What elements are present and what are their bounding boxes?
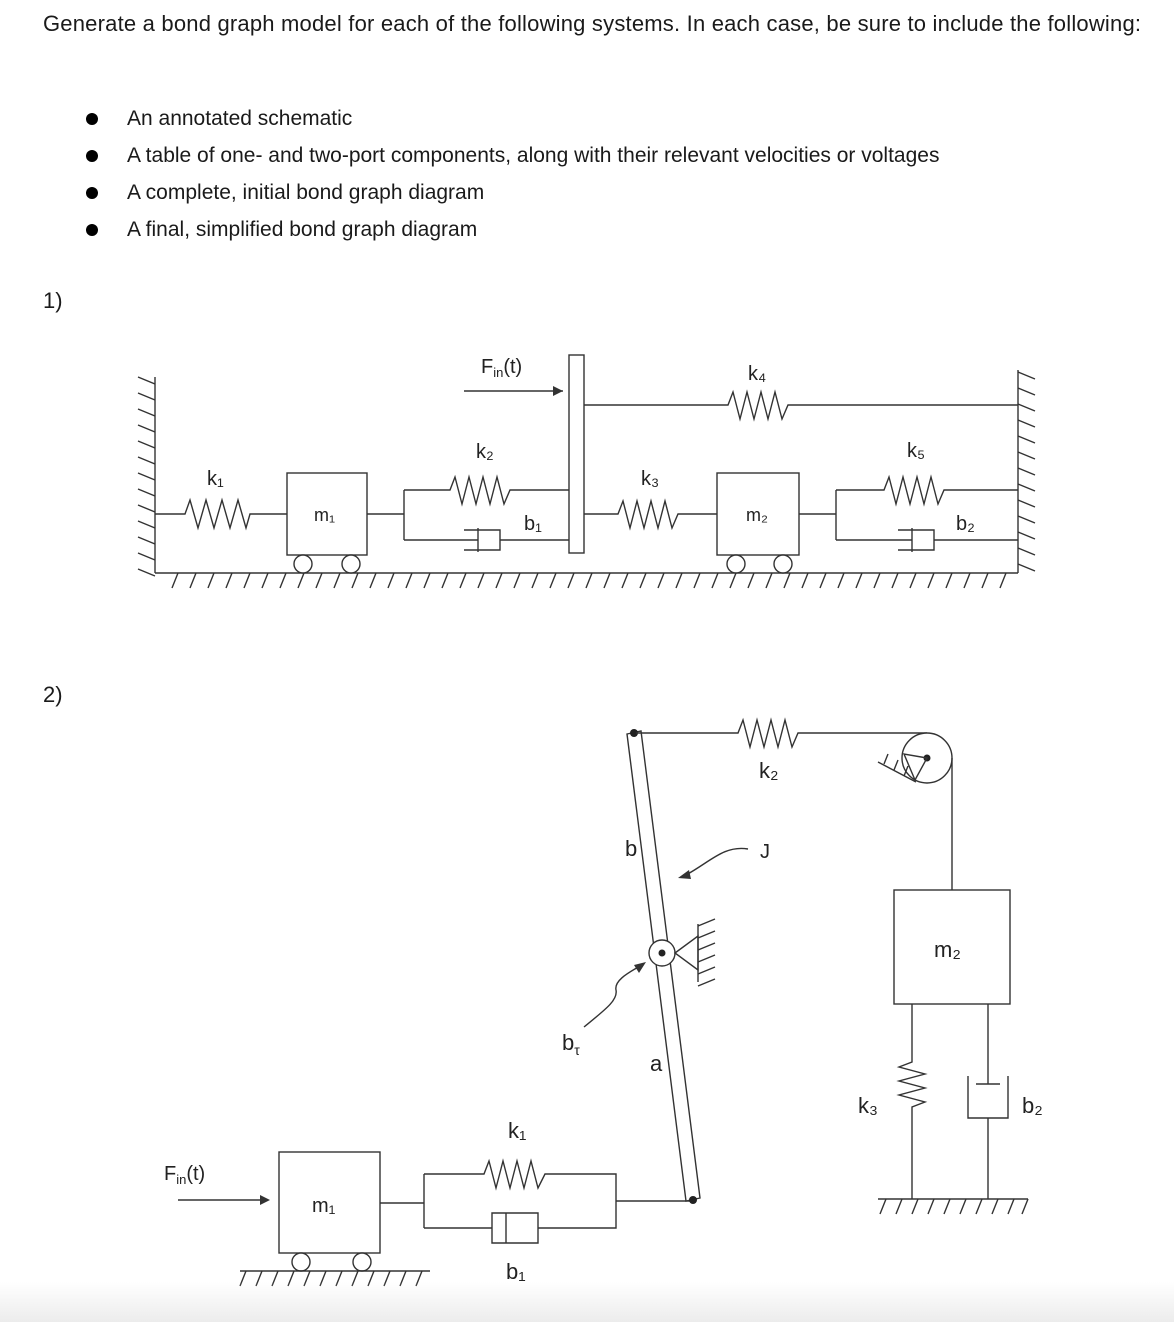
arrow-head-icon [553,386,563,396]
label-b1: b₁ [524,513,542,535]
pivot-wall-hatch [697,918,716,987]
label-bt: bτ [562,1030,580,1058]
wheel-icon [352,1252,372,1272]
label-fin: Fin(t) [164,1163,205,1187]
spring-k1 [155,497,287,531]
spring-k2 [404,474,569,507]
link-m1-k2b1 [367,490,405,540]
ground-hatch [879,1198,1029,1215]
link-m2-k5b2 [799,490,837,540]
spring-k1 [424,1158,617,1229]
arrow-head-icon [678,870,691,879]
ground-hatch [239,1270,423,1287]
requirement-item: A complete, initial bond graph diagram [84,174,939,211]
label-k3: k₃ [858,1093,878,1118]
bottom-edge [0,1282,1174,1322]
label-k1: k₁ [508,1118,526,1143]
spring-k5 [836,474,1018,507]
label-b1: b₁ [506,1259,526,1284]
intro-text: Generate a bond graph model for each of … [43,11,1142,36]
link-m1-k1b1 [380,1174,425,1228]
problem-1-diagram: k₁ m₁ k₂ b₁ Fin(t) k₄ k₃ m₂ k₅ b₂ [137,354,1036,589]
problem-2-diagram: Fin(t) m₁ k₁ b₁ b a J bτ k₂ m₂ k₃ b₂ [164,717,1043,1287]
mass-m2 [716,472,800,556]
right-wall-hatch [1017,371,1036,572]
ground-hatch [171,572,1007,589]
requirements-list: An annotated schematic A table of one- a… [84,100,939,248]
spring-k2 [636,717,927,750]
label-k3: k₃ [641,468,659,490]
label-k4: k₄ [748,363,766,385]
spring-k3 [584,498,717,531]
requirement-item: An annotated schematic [84,100,939,137]
label-k2: k₂ [759,758,779,783]
spring-k4 [584,389,1018,422]
damper-b2 [967,1004,1009,1199]
label-b2: b₂ [956,513,975,535]
mass-m1 [286,472,368,556]
arrow-head-icon [634,962,646,973]
mass-m2 [893,889,1011,1005]
wheel-icon [726,554,746,574]
damper-b1 [404,528,569,552]
damper-b2 [836,528,1018,552]
spring-k3 [896,1004,928,1199]
label-b2: b₂ [1022,1093,1043,1118]
vertical-plate [568,354,585,554]
requirement-item: A table of one- and two-port components,… [84,137,939,174]
label-fin: Fin(t) [481,356,522,380]
inertia-arrow [685,847,749,876]
requirement-item: A final, simplified bond graph diagram [84,211,939,248]
mass-m1 [278,1151,381,1254]
wheel-icon [291,1252,311,1272]
pivot-center [658,949,666,957]
label-m1: m₁ [314,505,335,525]
problem-1-number: 1) [43,288,63,313]
damper-b1 [491,1212,539,1244]
label-m2: m₂ [934,937,961,962]
label-m1: m₁ [312,1195,336,1217]
label-k2: k₂ [476,441,494,463]
label-k1: k₁ [207,468,224,490]
label-b: b [625,836,637,861]
pulley-support [877,753,929,783]
torsional-damper-arrow [583,965,641,1028]
label-k5: k₅ [907,440,925,462]
wheel-icon [773,554,793,574]
lever-pin-bottom [689,1196,697,1204]
left-wall-hatch [137,376,156,577]
label-a: a [650,1051,663,1076]
problem-2-number: 2) [43,682,63,707]
wheel-icon [341,554,361,574]
label-j: J [760,841,770,863]
wheel-icon [293,554,313,574]
pivot-support [673,934,699,972]
arrow-head-icon [260,1195,270,1205]
label-m2: m₂ [746,505,768,525]
lever-pin-top [630,729,638,737]
